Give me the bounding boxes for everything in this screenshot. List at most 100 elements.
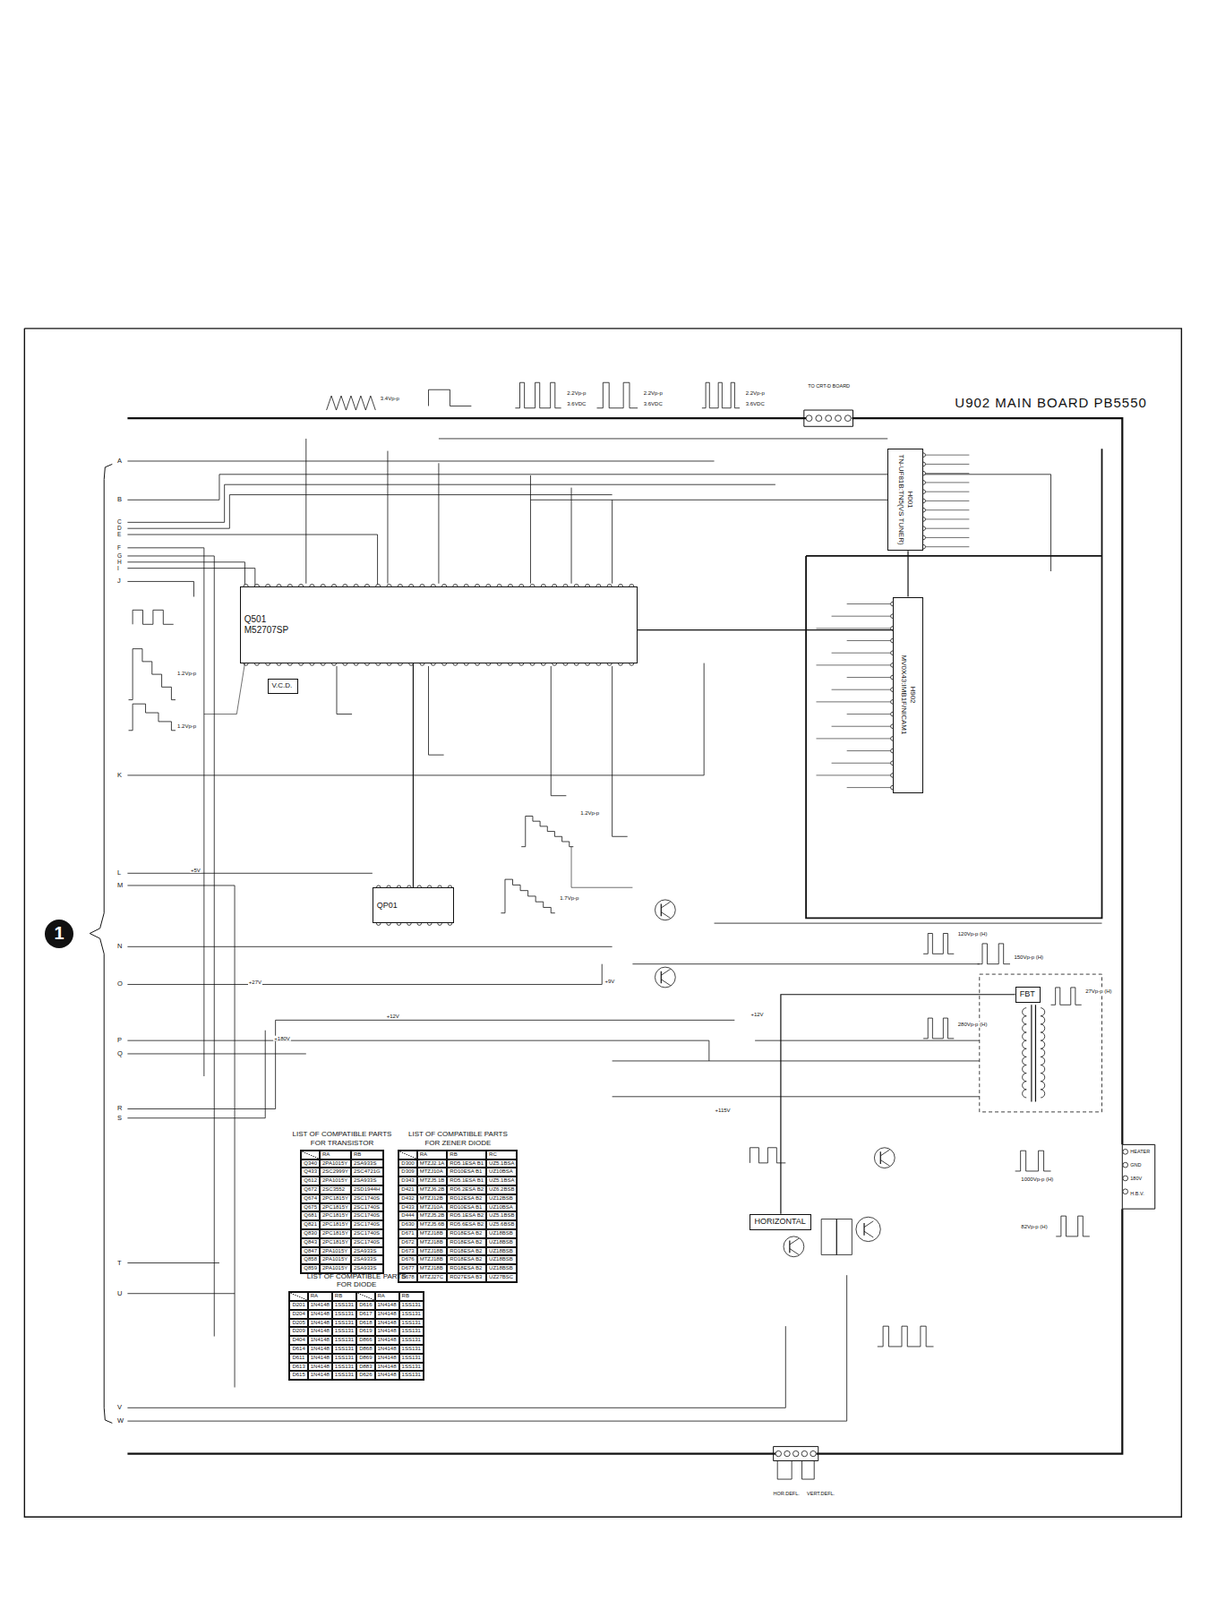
transistor-symbol — [864, 1231, 874, 1238]
pin-name: 180V — [1129, 1175, 1143, 1182]
section-badge: 1 — [44, 919, 74, 949]
wire — [925, 454, 969, 456]
wire — [925, 472, 969, 474]
table-cell: 1N4148 — [375, 1353, 400, 1363]
wire — [127, 1262, 220, 1264]
connector-note: TO CRT-D BOARD — [806, 383, 851, 389]
wire — [925, 500, 969, 502]
table-cell: 1SS131 — [399, 1310, 424, 1320]
wire — [925, 537, 969, 539]
table-cell: Q843 — [300, 1238, 320, 1248]
table-cell: UZ10BSA — [486, 1167, 517, 1177]
table-cell: D869 — [356, 1353, 375, 1363]
header-slash — [289, 1292, 308, 1302]
table-cell: Q612 — [300, 1176, 320, 1186]
waveform — [521, 815, 574, 847]
waveform — [428, 389, 472, 406]
wire — [127, 885, 235, 1388]
transformer-coil — [1022, 1073, 1028, 1082]
wire — [831, 652, 892, 654]
table-cell: D614 — [289, 1345, 308, 1354]
transformer-coil — [1022, 1016, 1028, 1025]
connector-pin — [1122, 1175, 1129, 1182]
table-cell: 1N4148 — [308, 1319, 333, 1328]
table-cell: D300 — [398, 1159, 417, 1169]
waveform — [128, 703, 176, 731]
table-cell: 1N4148 — [308, 1310, 333, 1320]
table-cell: RD5.1ESA B1 — [446, 1159, 487, 1169]
wire — [847, 676, 892, 678]
wire — [127, 534, 377, 587]
block-label: FBT — [1015, 986, 1041, 1003]
connector-pin — [1122, 1162, 1129, 1168]
transistor-symbol — [789, 1249, 799, 1256]
table-cell: UZ5.6BSB — [486, 1220, 517, 1230]
table-cell: D626 — [356, 1370, 375, 1380]
transistor-symbol — [660, 903, 662, 917]
waveform — [1051, 987, 1082, 1005]
waveform — [977, 943, 1011, 965]
table-cell: 2SC1740S — [351, 1203, 384, 1213]
parts-table: LIST OF COMPATIBLE PARTS FOR TRANSISTORR… — [285, 1130, 399, 1275]
table-cell: UZ12BSB — [486, 1194, 517, 1204]
wire — [925, 481, 969, 483]
table-cell: D677 — [398, 1264, 417, 1274]
wire — [847, 787, 892, 789]
transformer-coil — [1040, 1008, 1046, 1017]
connector-pin — [801, 1450, 807, 1457]
waveform — [923, 933, 954, 955]
table-cell: D444 — [398, 1211, 417, 1221]
block-name: FBT — [1019, 989, 1037, 1000]
table-cell: 2SC3552 — [319, 1185, 352, 1195]
connector-letter: Q — [116, 1050, 124, 1058]
waveform-amplitude: 2.2Vp-p — [642, 389, 664, 396]
transformer-coil — [1022, 1056, 1028, 1065]
block-label: HORIZONTAL — [749, 1214, 812, 1231]
table-cell: 2PA1015Y — [319, 1255, 352, 1265]
table-cell: 1SS131 — [332, 1362, 357, 1372]
table-cell: D676 — [398, 1255, 417, 1265]
table-cell: UZ18BSB — [486, 1255, 517, 1265]
wire — [925, 528, 969, 530]
wire — [847, 640, 892, 642]
header-slash — [398, 1150, 417, 1160]
waveform-amplitude: 1.7Vp-p — [558, 894, 580, 901]
waveform-amplitude: 2.2Vp-p — [565, 389, 587, 396]
badge-number: 1 — [54, 923, 65, 944]
transformer-coil — [1022, 1048, 1028, 1057]
tuner-module: H001TN-UF81B:TN5(VS TUNER) — [887, 448, 924, 551]
table-cell: 2SD1944H — [351, 1185, 384, 1195]
table-cell: RD27ESA B3 — [446, 1273, 487, 1283]
table-cell: RB — [332, 1292, 357, 1302]
connector-pin — [784, 1450, 790, 1457]
deflection-coil — [802, 1461, 815, 1481]
wire — [831, 762, 892, 764]
wire — [550, 666, 566, 797]
table-cell: 2SA933S — [351, 1247, 384, 1257]
signal-wire — [907, 550, 909, 597]
bus-line — [815, 1208, 1123, 1454]
table-grid: RARBQ3402PA1015Y2SA933SQ4332SC2999Y2SC47… — [299, 1149, 384, 1275]
table-cell: MTZJ5.6B — [417, 1220, 448, 1230]
transistor-symbol — [660, 912, 670, 919]
table-cell: 2SC4721G — [351, 1167, 384, 1177]
table-cell: 1N4148 — [308, 1353, 333, 1363]
transistor-symbol — [654, 967, 676, 988]
waveform — [877, 1326, 934, 1347]
connector-letter: F — [116, 544, 122, 551]
pin-name: HEATER — [1129, 1148, 1151, 1155]
table-cell: D432 — [398, 1194, 417, 1204]
page-frame — [24, 328, 1182, 1517]
table-cell: Q821 — [300, 1220, 320, 1230]
table-cell: Q858 — [300, 1255, 320, 1265]
table-cell: UZ6.2BSB — [486, 1185, 517, 1195]
table-cell: UZ18BSB — [486, 1264, 517, 1274]
table-cell: 1N4148 — [308, 1336, 333, 1346]
table-cell: MTZJ10A — [417, 1203, 448, 1213]
table-cell: 2PC1815Y — [319, 1211, 352, 1221]
table-cell: D404 — [289, 1336, 308, 1346]
waveform-amplitude: 3.6VDC — [565, 401, 587, 408]
waveform-amplitude: 3.6VDC — [642, 401, 664, 408]
waveform — [128, 649, 176, 701]
